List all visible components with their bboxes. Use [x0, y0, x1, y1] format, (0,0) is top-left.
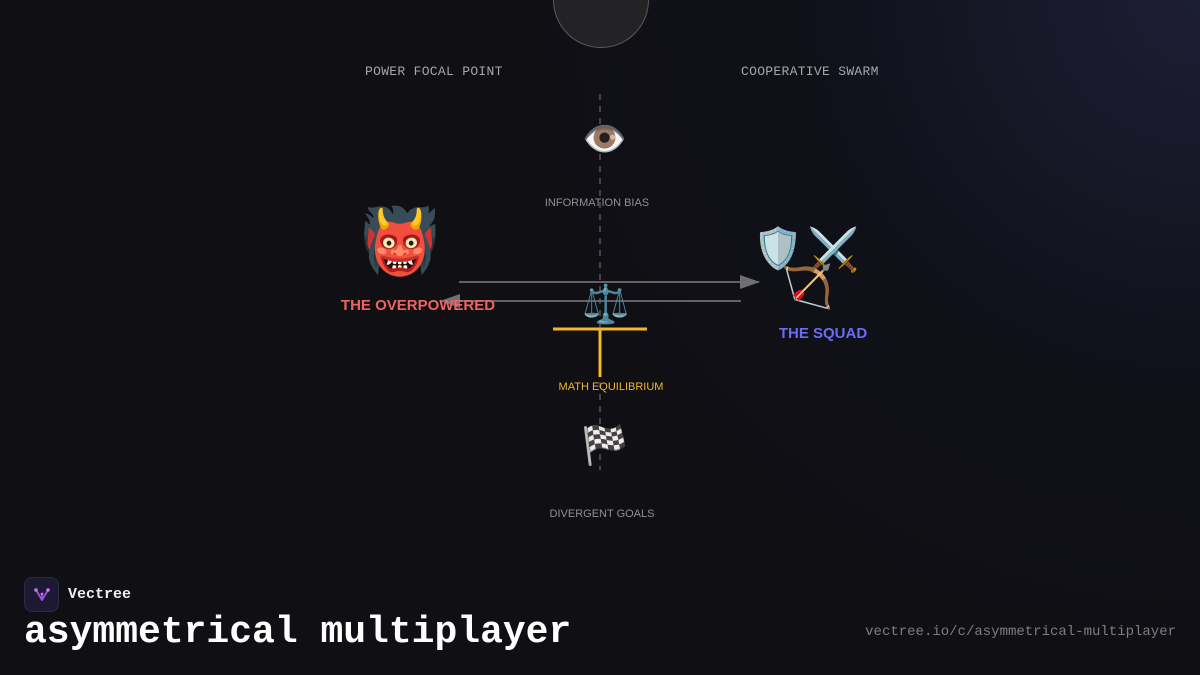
ogre-icon: 👹: [360, 205, 440, 279]
bow-and-arrow-icon: 🏹: [781, 262, 834, 311]
eye-icon: 👁️: [582, 119, 627, 160]
squad-label: THE SQUAD: [778, 325, 868, 342]
math-equilibrium-label: MATH EQUILIBRIUM: [558, 381, 664, 393]
shield-icon: 🛡️: [753, 226, 803, 272]
crossed-swords-icon: ⚔️: [807, 225, 860, 274]
information-bias-label: INFORMATION BIAS: [544, 197, 650, 209]
left-heading: POWER FOCAL POINT: [365, 64, 503, 79]
right-heading: COOPERATIVE SWARM: [741, 64, 879, 79]
overpowered-label: THE OVERPOWERED: [340, 297, 496, 314]
divergent-goals-label: DIVERGENT GOALS: [549, 508, 655, 520]
page-title: asymmetrical multiplayer: [24, 611, 572, 654]
brand: Vectree: [24, 577, 131, 612]
page-url[interactable]: vectree.io/c/asymmetrical-multiplayer: [865, 624, 1176, 640]
balance-scale-icon: ⚖️: [582, 282, 630, 326]
checkered-flag-icon: 🏁: [581, 423, 629, 467]
brand-name: Vectree: [68, 586, 132, 603]
vectree-logo-icon: [24, 577, 59, 612]
